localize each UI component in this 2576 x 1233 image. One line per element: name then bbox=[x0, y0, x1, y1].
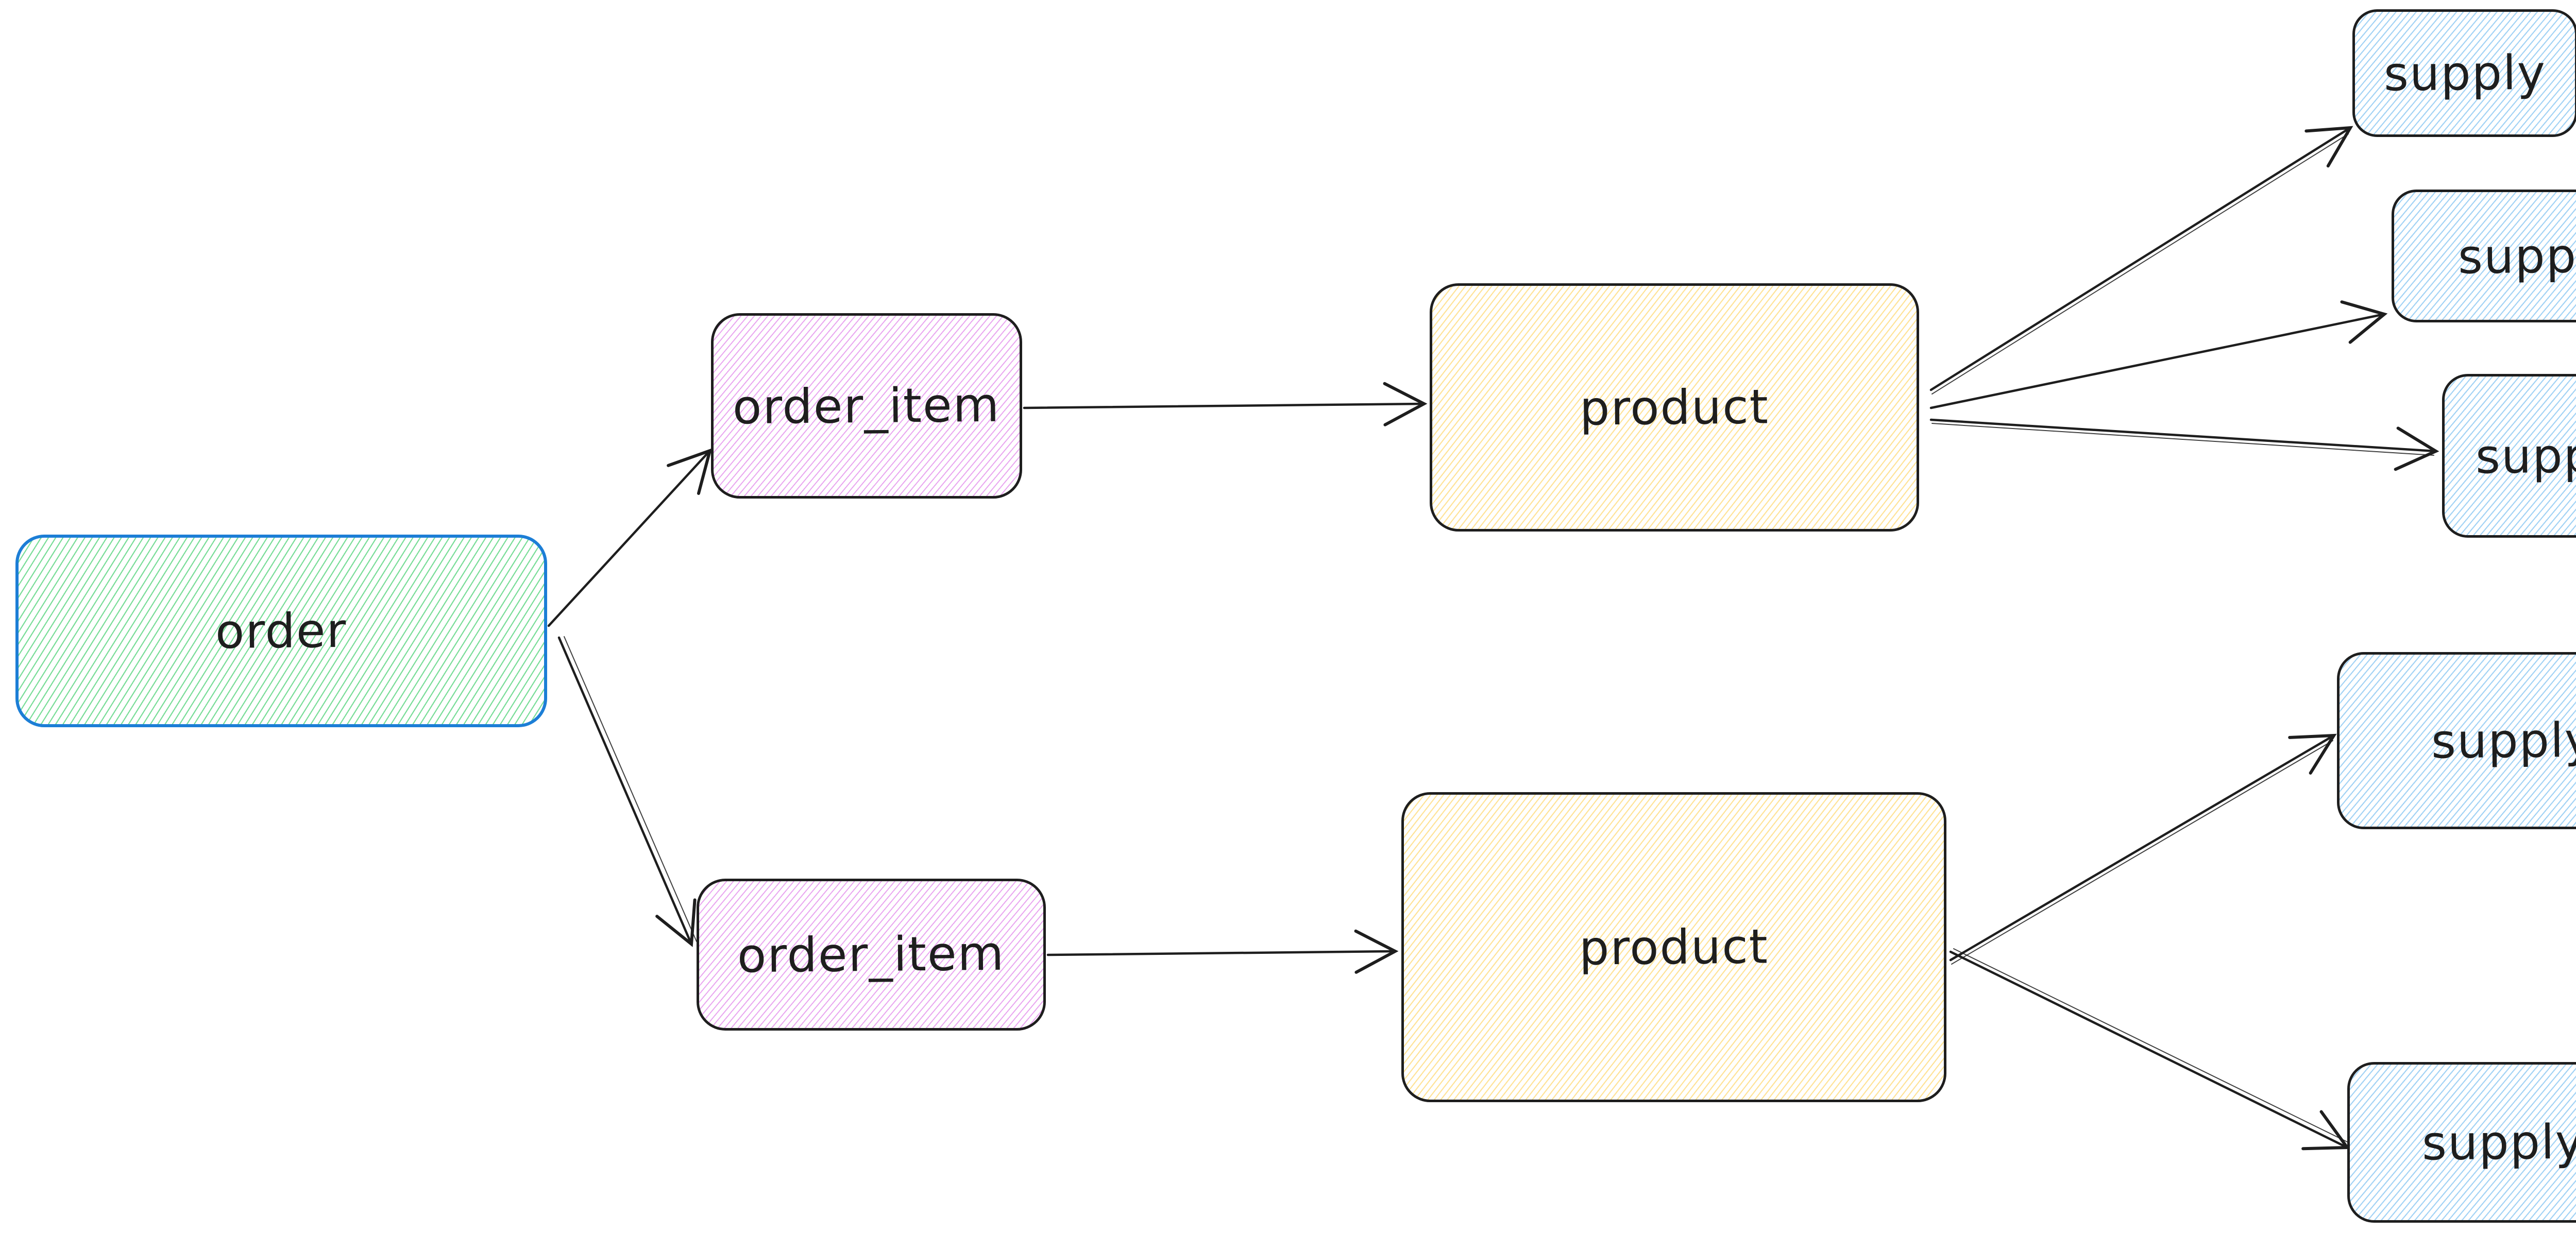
node-supply-1[interactable]: supply bbox=[2352, 9, 2576, 137]
node-order-item-1-label: order_item bbox=[732, 377, 1001, 435]
node-supply-4[interactable]: supply bbox=[2337, 652, 2576, 829]
edge-order-to-order-item-1[interactable] bbox=[547, 448, 713, 627]
node-product-1[interactable]: product bbox=[1430, 283, 1919, 532]
edge-product-2-to-supply-5[interactable] bbox=[1949, 948, 2351, 1151]
node-supply-4-label: supply bbox=[2431, 712, 2576, 769]
node-order-item-2[interactable]: order_item bbox=[697, 879, 1046, 1031]
node-supply-2[interactable]: supply bbox=[2392, 190, 2576, 322]
edge-product-2-to-supply-4[interactable] bbox=[1949, 733, 2337, 965]
edge-product-1-to-supply-2[interactable] bbox=[1929, 300, 2388, 409]
node-supply-5-label: supply bbox=[2421, 1114, 2576, 1171]
edge-product-1-to-supply-3[interactable] bbox=[1929, 418, 2439, 471]
edge-order-to-order-item-2[interactable] bbox=[557, 636, 697, 947]
node-supply-3-label: supply bbox=[2476, 427, 2576, 484]
node-product-2-label: product bbox=[1579, 918, 1769, 976]
node-order-item-2-label: order_item bbox=[737, 926, 1006, 984]
node-supply-2-label: supply bbox=[2458, 228, 2576, 284]
node-product-2[interactable]: product bbox=[1401, 792, 1946, 1102]
node-product-1-label: product bbox=[1579, 379, 1770, 436]
node-supply-1-label: supply bbox=[2383, 45, 2547, 101]
node-supply-5[interactable]: supply bbox=[2347, 1062, 2576, 1223]
edge-order-item-1-to-product-1[interactable] bbox=[1023, 382, 1428, 426]
node-supply-3[interactable]: supply bbox=[2442, 374, 2576, 538]
node-order-label: order bbox=[215, 603, 348, 659]
node-order[interactable]: order bbox=[15, 535, 547, 727]
edge-order-item-2-to-product-2[interactable] bbox=[1046, 929, 1399, 974]
node-order-item-1[interactable]: order_item bbox=[711, 313, 1022, 499]
edge-product-1-to-supply-1[interactable] bbox=[1929, 126, 2353, 395]
